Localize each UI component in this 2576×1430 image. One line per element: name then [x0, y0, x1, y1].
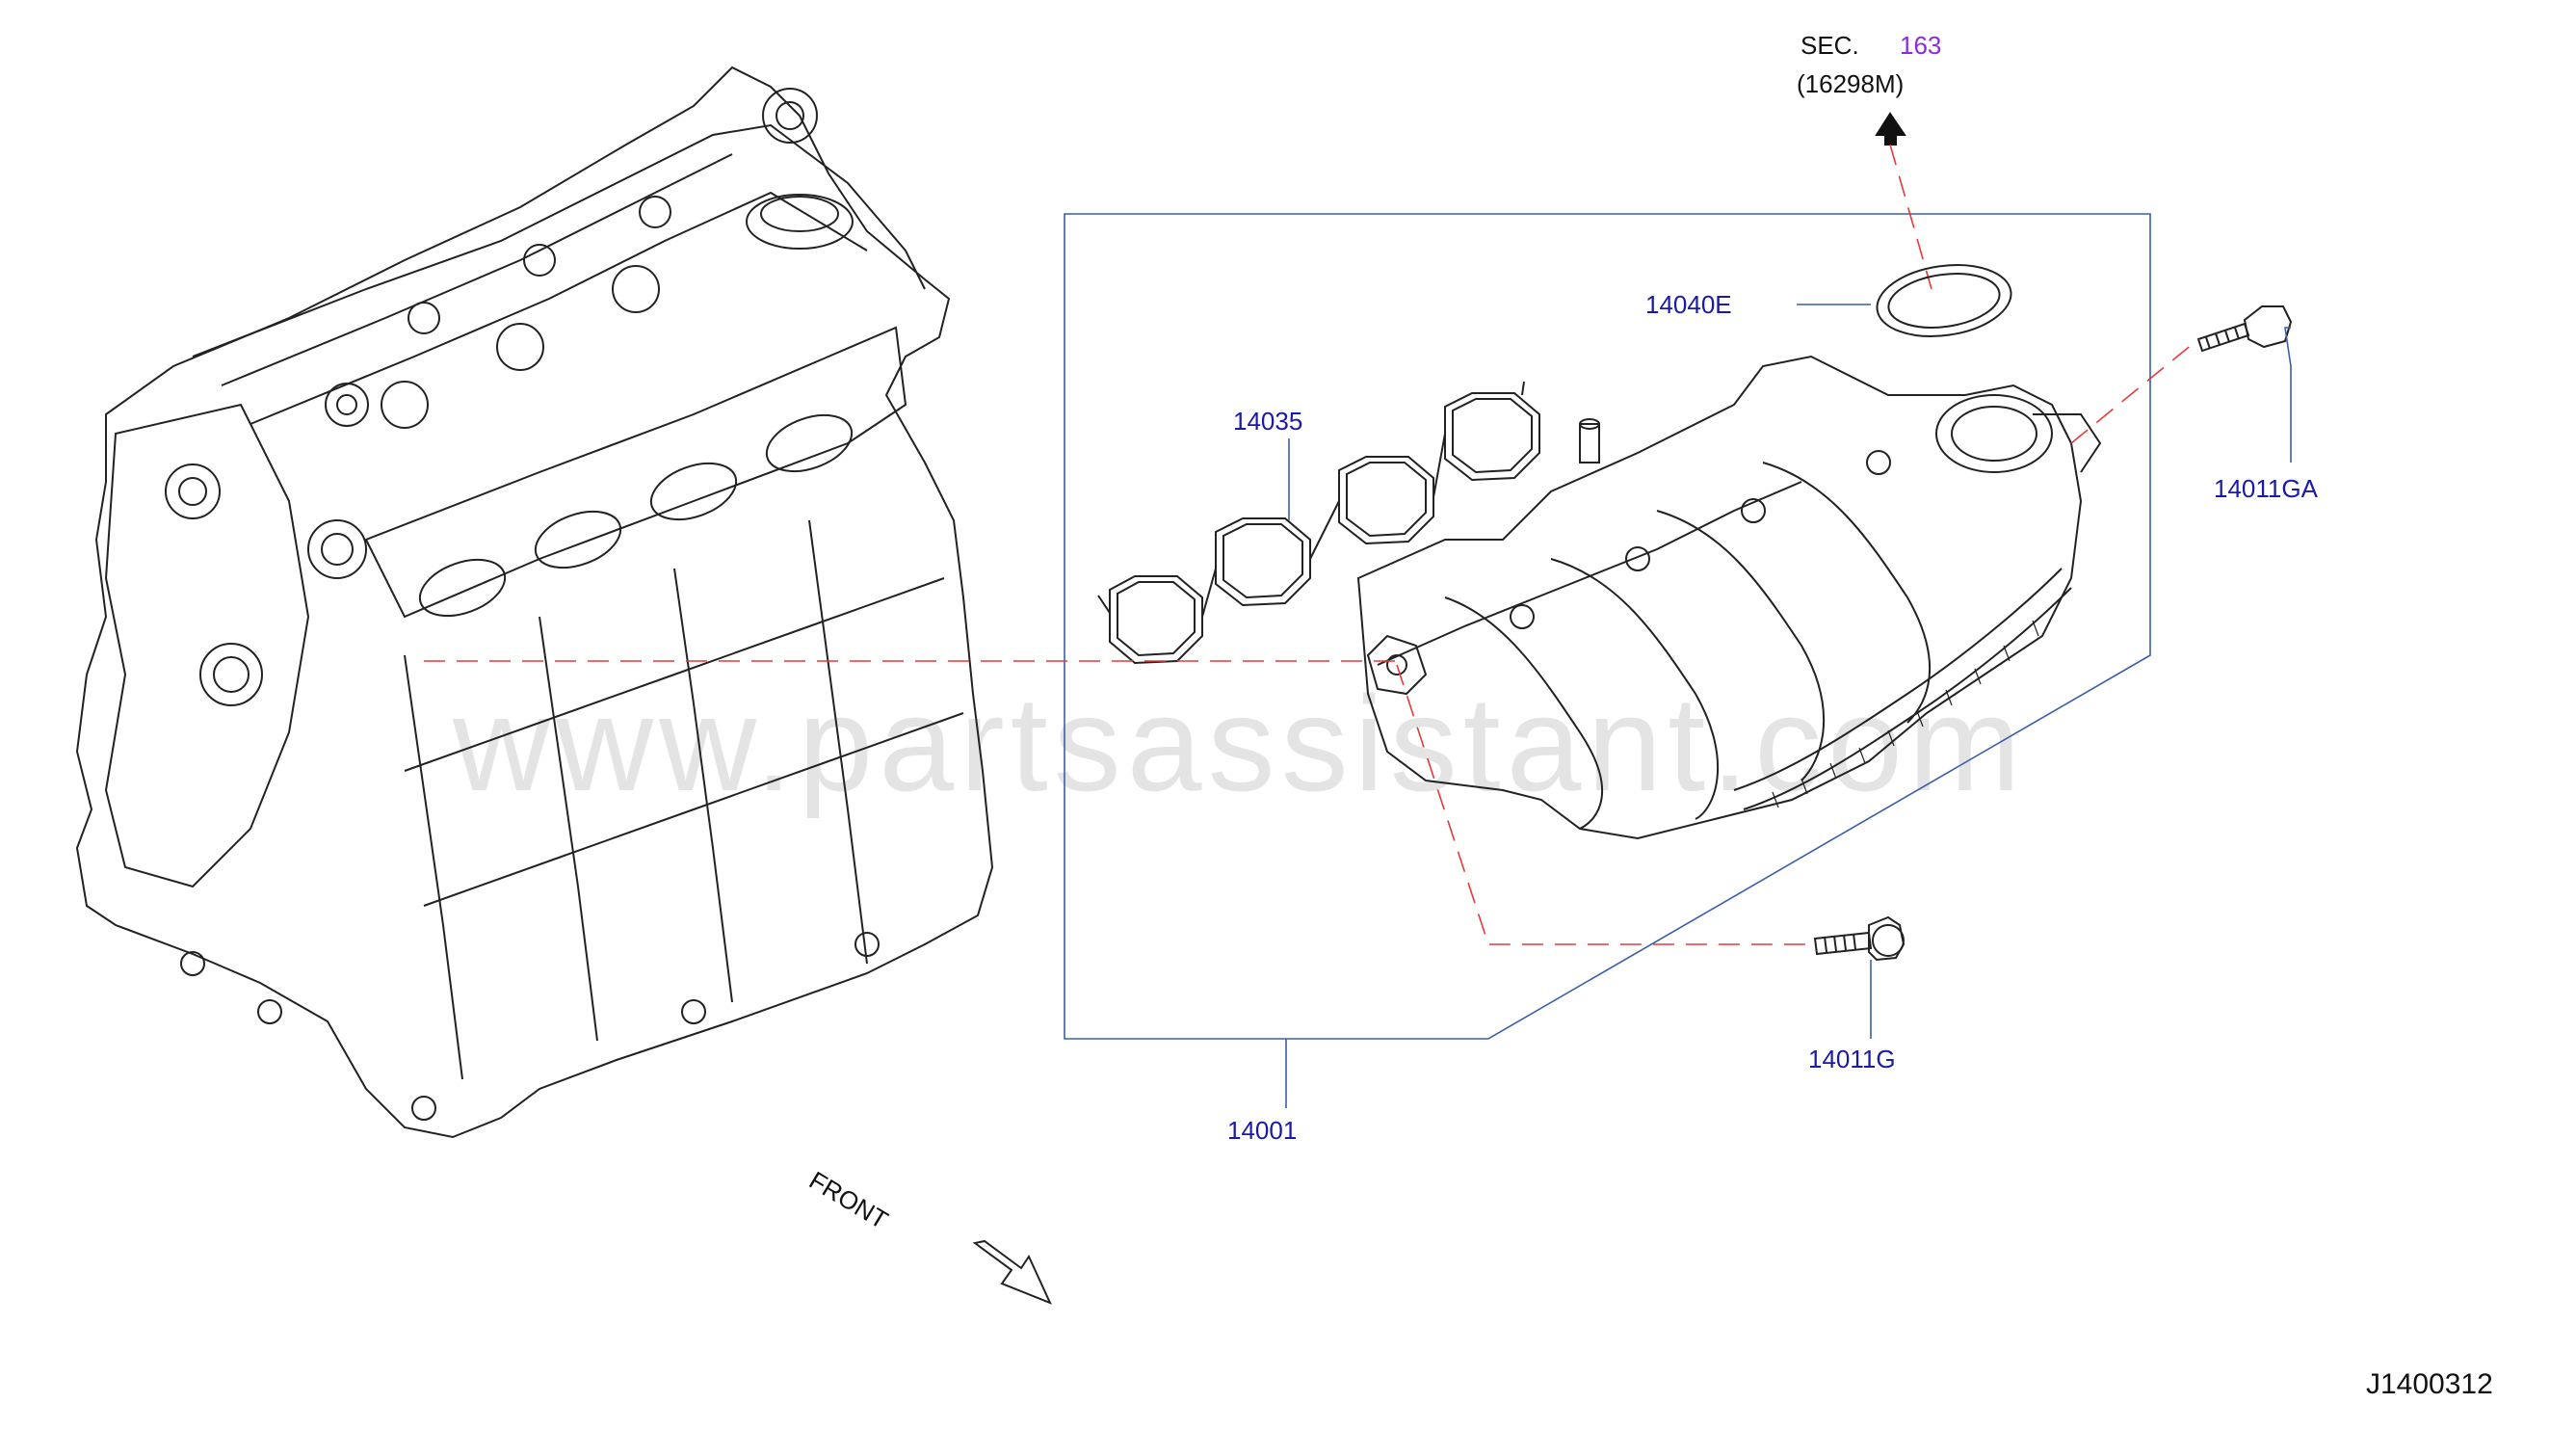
arrow-up-icon — [1875, 112, 1906, 146]
bolt-upper-leader — [2284, 327, 2292, 463]
seal-ring-drawing — [1876, 264, 2012, 337]
diagram-id: J1400312 — [2366, 1368, 2493, 1400]
part-number-gasket[interactable]: 14035 — [1233, 407, 1302, 436]
lower-bolt-leader — [1396, 664, 1815, 945]
part-number-bolt-lower[interactable]: 14011G — [1808, 1045, 1896, 1073]
front-direction-label: FRONT — [804, 1165, 893, 1234]
engine-block-drawing — [75, 66, 994, 1139]
part-number-seal-ring[interactable]: 14040E — [1645, 290, 1732, 319]
watermark: www.partsassistant.com — [452, 668, 2027, 819]
part-number-bolt-upper[interactable]: 14011GA — [2214, 474, 2319, 503]
section-number-link[interactable]: 163 — [1900, 31, 1941, 60]
bolt-lower-drawing — [1813, 915, 1906, 962]
part-number-manifold-assembly[interactable]: 14001 — [1227, 1116, 1297, 1145]
intake-manifold-drawing — [1356, 355, 2102, 840]
gasket-drawing — [1097, 381, 1540, 665]
assembly-bracket — [1064, 213, 2151, 1040]
arrow-down-right-icon — [972, 1239, 1052, 1305]
section-prefix: SEC. — [1801, 31, 1859, 60]
bolt-upper-drawing — [2196, 305, 2293, 353]
section-sub-part: (16298M) — [1797, 69, 1904, 98]
section-leader-line — [1889, 144, 1932, 290]
upper-bolt-leader — [2070, 338, 2199, 444]
